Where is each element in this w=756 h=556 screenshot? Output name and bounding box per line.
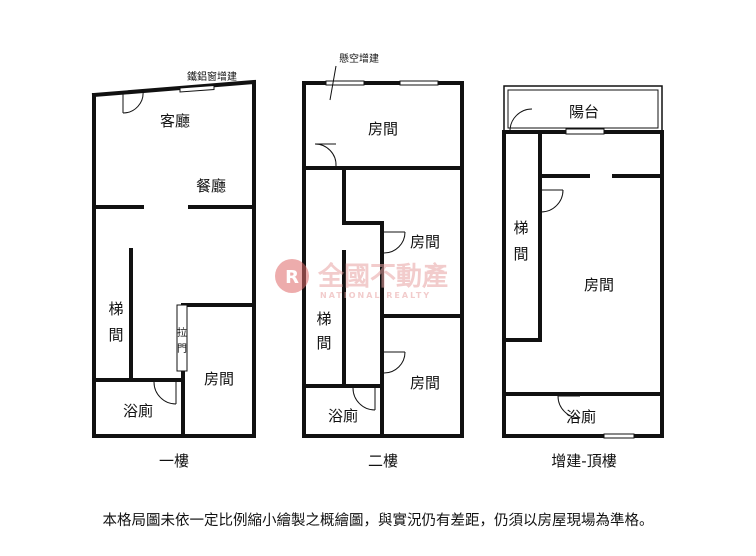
floor-2-top-room-label: 房間: [368, 120, 398, 138]
floor-3-balcony-inner: [507, 89, 659, 129]
floor-3-stair-enclosure: [502, 130, 542, 342]
floor-3-bath-label: 浴廁: [566, 408, 596, 426]
floor-2-window-2: [399, 80, 439, 86]
floor-1-stairs-label-1: 梯: [108, 300, 123, 318]
floor-3-bath-door-arc: [557, 395, 581, 419]
floor-3-balcony-door-arc: [509, 108, 533, 132]
watermark-logo-icon: [275, 259, 309, 293]
floor-2-caption: 二樓: [368, 452, 398, 470]
watermark-name: 全國不動產: [317, 261, 448, 292]
floor-1-bath-label: 浴廁: [123, 402, 153, 420]
floor-3-stairs-label-2: 間: [513, 245, 528, 263]
floor-2-mid-room-label: 房間: [410, 233, 440, 251]
floor-1-annotation: 鐵鋁窗增建: [187, 70, 237, 83]
floor-3-room-label: 房間: [584, 276, 614, 294]
floor-3-stairs-label-1: 梯: [513, 219, 528, 237]
floor-1-bath-door-arc: [153, 381, 177, 405]
floor-3-window-top: [565, 128, 605, 135]
floor-1-plan: 客廳 餐廳 梯 間 拉 門 房間 浴廁 鐵鋁窗增建 一樓: [91, 70, 256, 470]
floor-3-stair-door-arc: [540, 189, 564, 213]
floor-2-window-1: [325, 80, 365, 86]
floor-1-caption: 一樓: [159, 452, 189, 470]
floor-1-sliding-door: [176, 304, 188, 372]
floor-2-annotation: 懸空增建: [339, 52, 379, 65]
floor-2-low-door-arc: [383, 351, 406, 374]
floor-2-low-room-label: 房間: [410, 374, 440, 392]
floor-1-living-label: 客廳: [160, 112, 190, 130]
floor-1-stairs-label-2: 間: [108, 326, 123, 344]
floor-1-sliding-door-label-2: 門: [177, 343, 187, 355]
floor-2-mid-door-arc: [383, 231, 406, 254]
floor-2-bath-label: 浴廁: [328, 407, 358, 425]
watermark-sub: NATIONAL REALTY: [320, 291, 431, 300]
floor-1-sliding-door-label-1: 拉: [177, 326, 187, 339]
floor-3-balcony-label: 陽台: [569, 103, 599, 121]
floor-2-stairs-label-2: 間: [316, 334, 331, 352]
disclaimer-note: 本格局圖未依一定比例縮小繪製之概繪圖，與實況仍有差距，仍須以房屋現場為準格。: [102, 513, 654, 529]
floor-1-entry-door-arc: [122, 90, 144, 114]
floor-1-dining-label: 餐廳: [196, 177, 226, 195]
floor-1-room-label: 房間: [204, 370, 234, 388]
floor-3-window-bottom: [603, 433, 635, 439]
floor-2-annotation-leader: [329, 65, 337, 101]
floor-2-top-door-arc: [314, 143, 337, 167]
floor-3-caption: 增建-頂樓: [551, 452, 616, 470]
floor-3-plan: 陽台 梯 間 房間 浴廁 增建-頂樓: [502, 85, 664, 470]
floor-2-plan: 房間 房間 房間 梯 間 浴廁 懸空增建 二樓: [302, 52, 464, 470]
watermark: R 全國不動產 NATIONAL REALTY: [275, 259, 448, 300]
floor-1-window: [179, 84, 215, 93]
watermark-logo-letter: R: [285, 267, 299, 288]
floor-2-stairs-label-1: 梯: [316, 310, 331, 328]
floor-2-bath-door-arc: [352, 387, 376, 411]
